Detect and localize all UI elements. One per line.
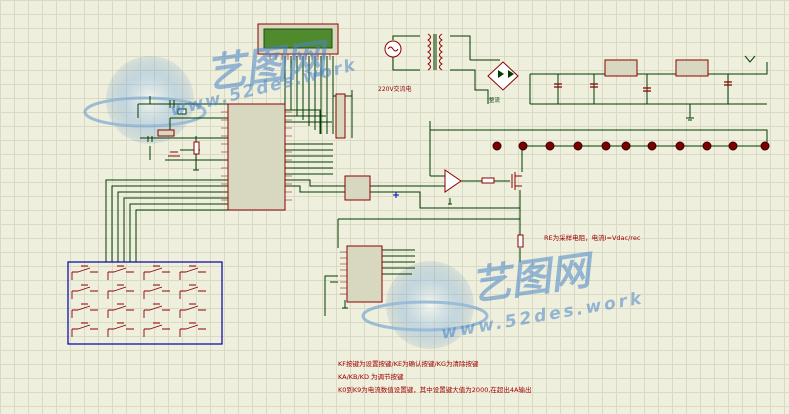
push-button-icon [143, 265, 170, 280]
push-button-icon [71, 303, 98, 318]
wires [105, 35, 768, 316]
interface-chip [340, 245, 383, 303]
push-button-icon [143, 322, 170, 337]
push-button-icon [107, 284, 134, 299]
resistor-network [335, 93, 346, 139]
push-button-icon [107, 322, 134, 337]
crystal-icon [157, 108, 187, 137]
power-arrow [744, 55, 756, 63]
reset-button [168, 151, 180, 157]
note-line-1: KF按键为设置按键/KE为确认按键/KG为清除按键 [338, 360, 479, 368]
led-icon [760, 141, 770, 151]
origin-marker [393, 192, 399, 198]
bridge-rectifier-icon [487, 61, 519, 91]
push-button-icon [143, 284, 170, 299]
ac-source-icon [384, 40, 402, 58]
led-icon [647, 141, 657, 151]
ac-source-label: 220V交流电 [378, 85, 412, 93]
push-button-icon [71, 322, 98, 337]
capacitor-icon [147, 100, 175, 142]
microcontroller [221, 103, 292, 211]
push-button-icon [107, 265, 134, 280]
dac-chip [344, 175, 371, 201]
resistor-note: RE为采样电阻，电流I=Vdac/rec [544, 233, 641, 242]
led-icon [621, 141, 631, 151]
push-button-icon [179, 284, 206, 299]
push-button-icon [71, 284, 98, 299]
bridge-label: 整流 [489, 96, 501, 104]
lcd-display [257, 23, 339, 60]
push-button-icon [107, 303, 134, 318]
push-button-icon [179, 265, 206, 280]
keypad-frame [67, 261, 223, 345]
push-button-icon [71, 265, 98, 280]
led-icon [545, 141, 555, 151]
led-icon [518, 141, 528, 151]
filter-capacitors [554, 81, 732, 92]
led-icon [573, 141, 583, 151]
sampling-resistor [517, 234, 524, 248]
push-button-icon [179, 303, 206, 318]
resistor-icon [193, 141, 200, 155]
keypad [71, 265, 206, 337]
push-button-icon [143, 303, 170, 318]
led-array [492, 141, 770, 151]
led-icon [492, 141, 502, 151]
led-icon [601, 141, 611, 151]
push-button-icon [179, 322, 206, 337]
mosfet-icon [511, 172, 522, 190]
ground-icon [193, 117, 694, 309]
led-icon [675, 141, 685, 151]
regulator-1 [604, 59, 638, 77]
note-line-2: KA/KB/KD 为调节按键 [338, 373, 404, 381]
note-line-3: K0到K9为电流数值设置键，其中设置键大值为2000,在超出4A输出 [338, 386, 532, 394]
regulator-2 [675, 59, 709, 77]
op-amp-icon [444, 169, 462, 193]
led-icon [728, 141, 738, 151]
watermark-globe-2 [361, 261, 489, 349]
transformer-icon [427, 33, 443, 71]
gate-resistor [481, 177, 495, 184]
led-icon [702, 141, 712, 151]
